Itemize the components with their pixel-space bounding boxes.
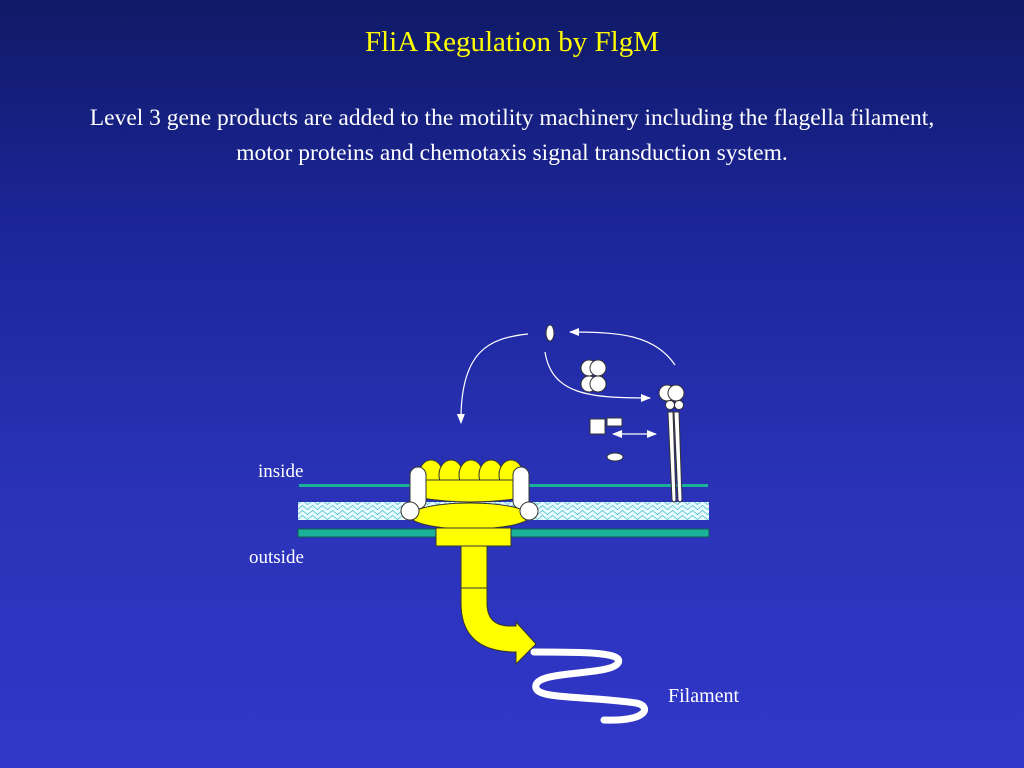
label-outside: outside [249, 547, 304, 568]
flagellar-filament [530, 648, 649, 724]
chemoreceptor [658, 384, 685, 503]
cheA-cheW-complex [580, 359, 607, 393]
motor-stator-right [512, 466, 539, 521]
cheY-protein [606, 452, 624, 462]
flagellar-motor [409, 459, 531, 547]
slide-body-text: Level 3 gene products are added to the m… [89, 105, 935, 166]
motor-stator-left [400, 466, 427, 521]
arrow-from-receptor [569, 328, 676, 366]
label-filament: Filament [668, 685, 740, 707]
slide-title: FliA Regulation by FlgM [364, 26, 660, 58]
cheR-cheB-proteins [589, 417, 623, 435]
arrow-to-motor [456, 333, 529, 424]
flgM-protein [545, 324, 555, 342]
label-inside: inside [258, 461, 304, 482]
flagellar-hook [460, 545, 537, 666]
arrow-to-receptor [544, 351, 651, 402]
